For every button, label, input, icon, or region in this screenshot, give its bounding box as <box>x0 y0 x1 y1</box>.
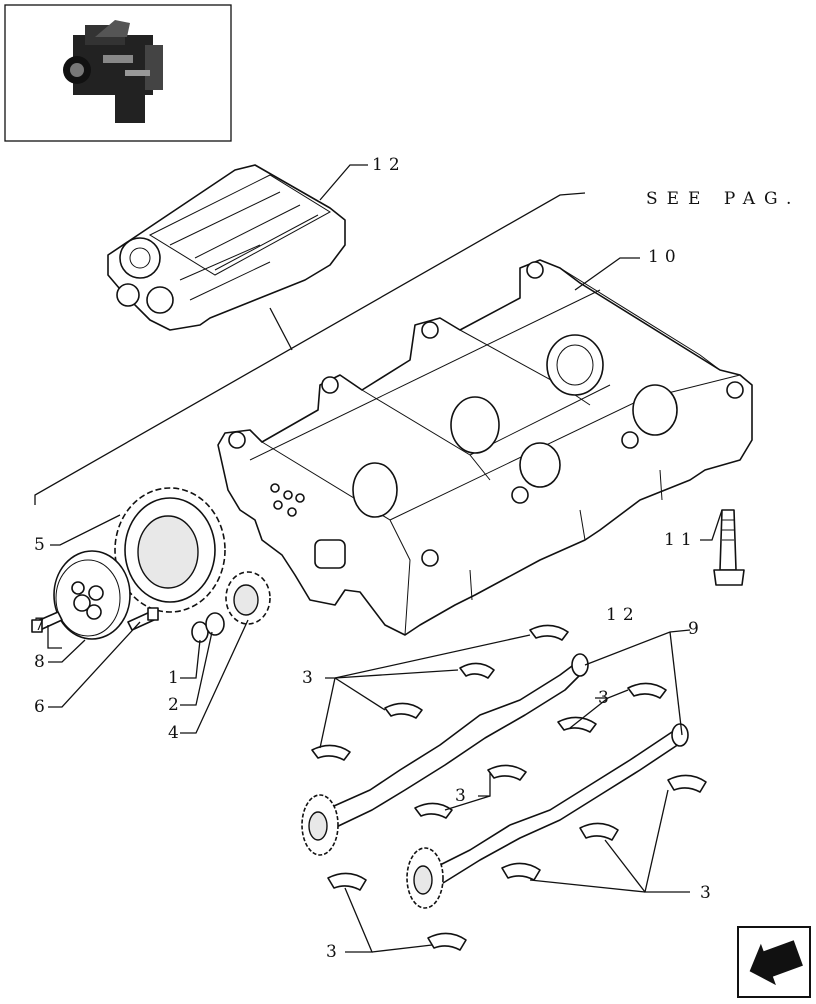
callout-3-middle: 3 <box>455 786 472 806</box>
drive-gear-large <box>114 487 226 613</box>
callout-6: 6 <box>34 697 51 717</box>
callout-5: 5 <box>34 535 51 555</box>
bolt-6 <box>127 607 159 631</box>
callout-11: 11 <box>664 530 698 550</box>
callout-8: 8 <box>34 652 51 672</box>
callout-12-assembly: 12 <box>372 155 406 175</box>
callout-1: 1 <box>168 668 185 688</box>
callout-7: 7 <box>34 615 51 635</box>
callout-4: 4 <box>168 723 185 743</box>
callout-9: 9 <box>688 619 705 639</box>
callout-3-upper-right: 3 <box>598 688 615 708</box>
balancer-shaft-upper <box>301 653 589 856</box>
back-arrow-icon[interactable] <box>737 926 811 998</box>
balancer-shaft-lower <box>406 723 689 909</box>
callout-3-lower-right: 3 <box>700 883 717 903</box>
reference-leader <box>34 192 586 505</box>
bolt-7 <box>31 611 63 633</box>
callout-3-bottom: 3 <box>326 942 343 962</box>
callout-12-shafts: 12 <box>606 605 640 625</box>
shaft-support-assembly-small <box>107 164 346 331</box>
see-page-reference[interactable]: SEE PAG. <box>646 189 800 209</box>
bolt-11 <box>713 509 745 586</box>
bearing-shells <box>311 624 707 951</box>
shaft-support-housing <box>217 259 753 636</box>
drive-gear-small <box>225 571 271 625</box>
damper-pulley <box>53 550 131 640</box>
circlip-2 <box>205 612 225 636</box>
callout-10: 10 <box>648 247 682 267</box>
leader-lines <box>47 164 723 953</box>
assembly-leader <box>269 307 293 351</box>
callout-3-upper-left: 3 <box>302 668 319 688</box>
callout-2: 2 <box>168 695 185 715</box>
engine-thumbnail[interactable] <box>4 4 232 142</box>
